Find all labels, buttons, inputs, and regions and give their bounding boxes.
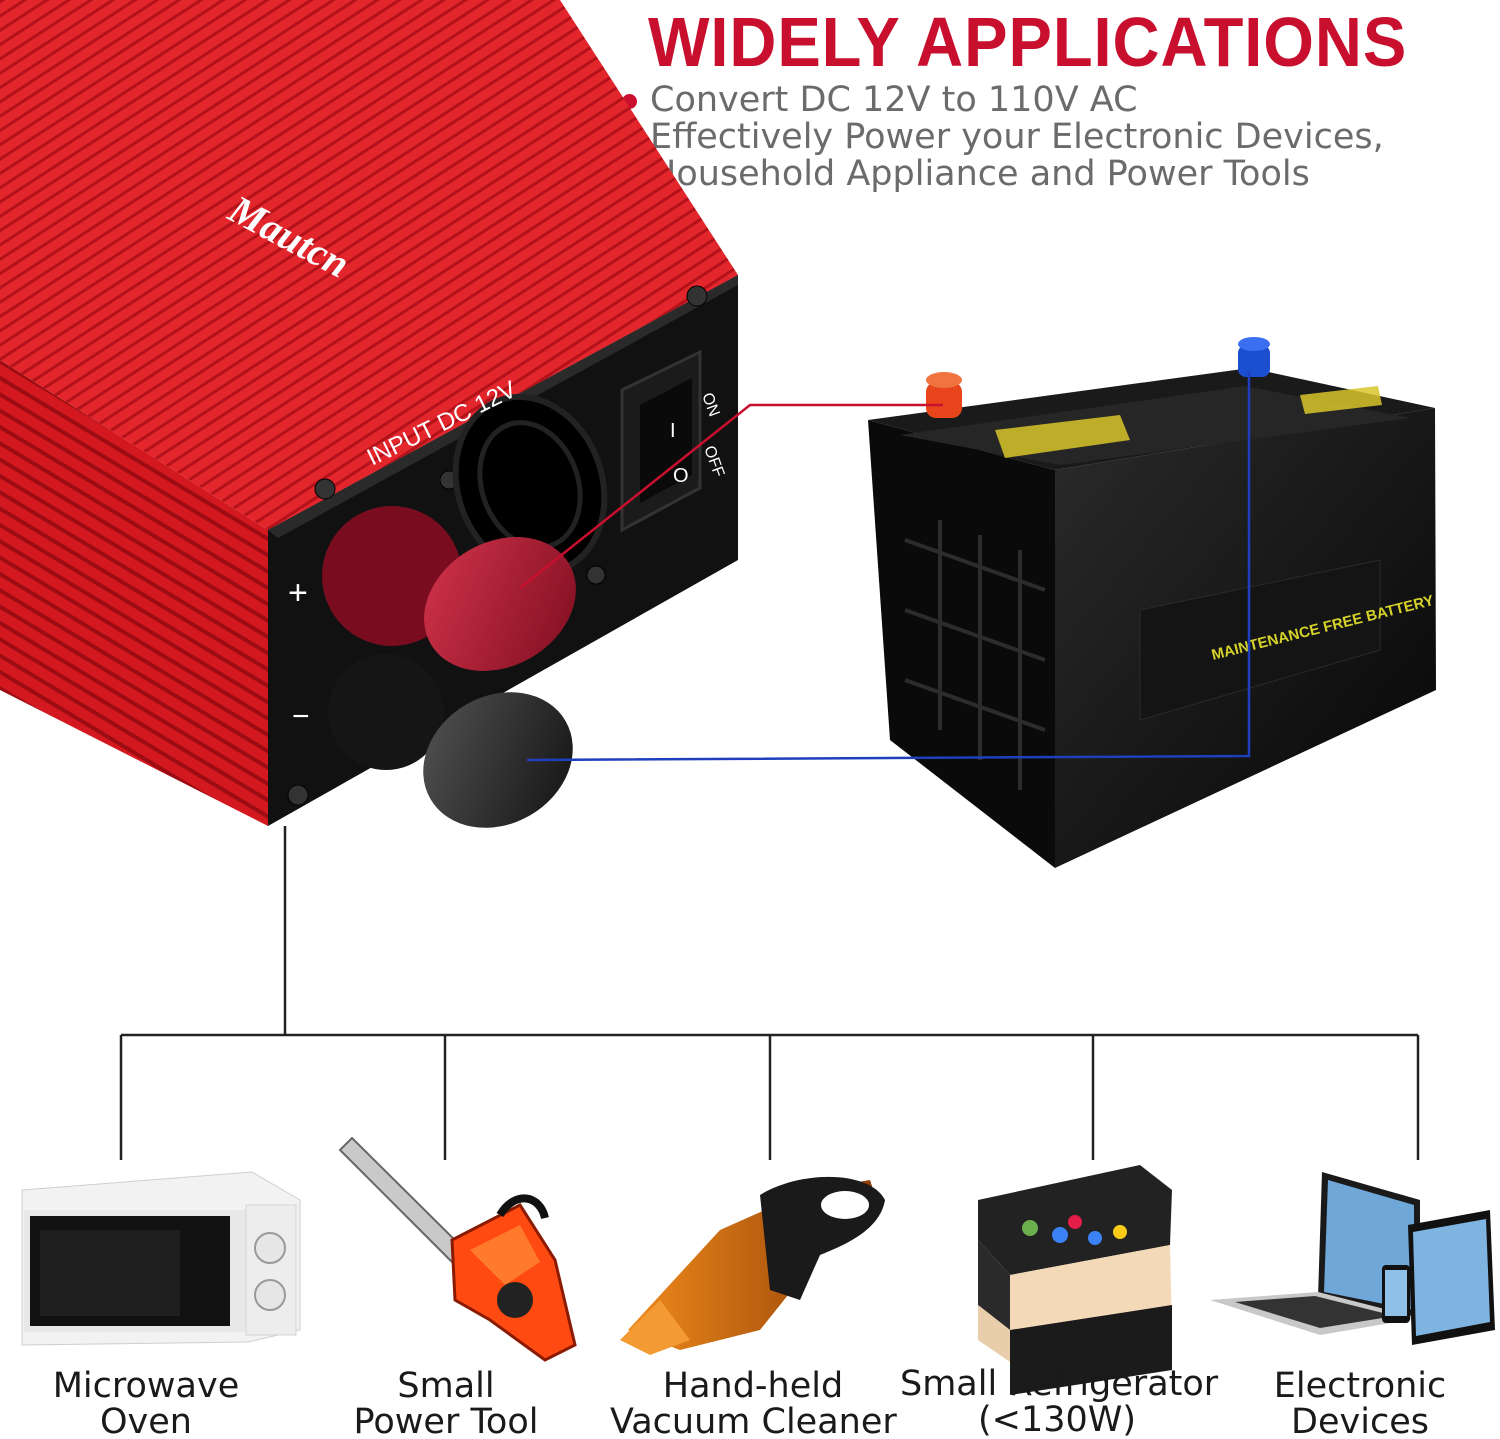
device-label-line: Microwave (52, 1366, 240, 1406)
minus-label: − (292, 700, 310, 733)
feature-line: Convert DC 12V to 110V AC (650, 80, 1138, 120)
device-label-vacuum: Hand-held Vacuum Cleaner (610, 1366, 897, 1439)
device-label-line: (<130W) (977, 1400, 1137, 1439)
chainsaw-icon (338, 1136, 577, 1362)
switch-o-label: O (673, 465, 689, 487)
feature-item: Convert DC 12V to 110V AC (620, 82, 1480, 119)
headline: WIDELY APPLICATIONS (648, 3, 1408, 81)
device-label-refrigerator: Small Refrigerator (<130W) (900, 1364, 1219, 1439)
connection-wires (519, 372, 1251, 762)
plus-label: + (288, 574, 308, 612)
device-label-line: Electronic (1273, 1366, 1447, 1406)
feature-item: Effectively Power your Electronic Device… (620, 119, 1480, 193)
device-tree-lines (119, 826, 1420, 1160)
switch-i-label: I (670, 420, 676, 442)
feature-line: Household Appliance and Power Tools (650, 154, 1310, 194)
feature-line: Effectively Power your Electronic Device… (650, 117, 1384, 157)
device-label-line: Vacuum Cleaner (610, 1402, 897, 1439)
device-label-microwave: Microwave Oven (30, 1368, 262, 1439)
battery (868, 337, 1436, 868)
vacuum-icon (620, 1176, 885, 1355)
device-label-electronic: Electronic Devices (1248, 1368, 1472, 1439)
device-label-line: Small Refrigerator (900, 1364, 1219, 1404)
device-label-line: Oven (100, 1402, 192, 1439)
feature-list: Convert DC 12V to 110V AC Effectively Po… (620, 82, 1480, 193)
microwave-icon (21, 1171, 301, 1346)
device-label-line: Devices (1291, 1402, 1429, 1439)
device-label-line: Power Tool (353, 1402, 539, 1439)
laptop-tablet-icon (1210, 1172, 1495, 1345)
cooler-icon (978, 1165, 1172, 1395)
inverter (0, 0, 738, 828)
device-label-power-tool: Small Power Tool (330, 1368, 562, 1439)
device-label-line: Small (397, 1366, 495, 1406)
device-label-line: Hand-held (662, 1366, 844, 1406)
